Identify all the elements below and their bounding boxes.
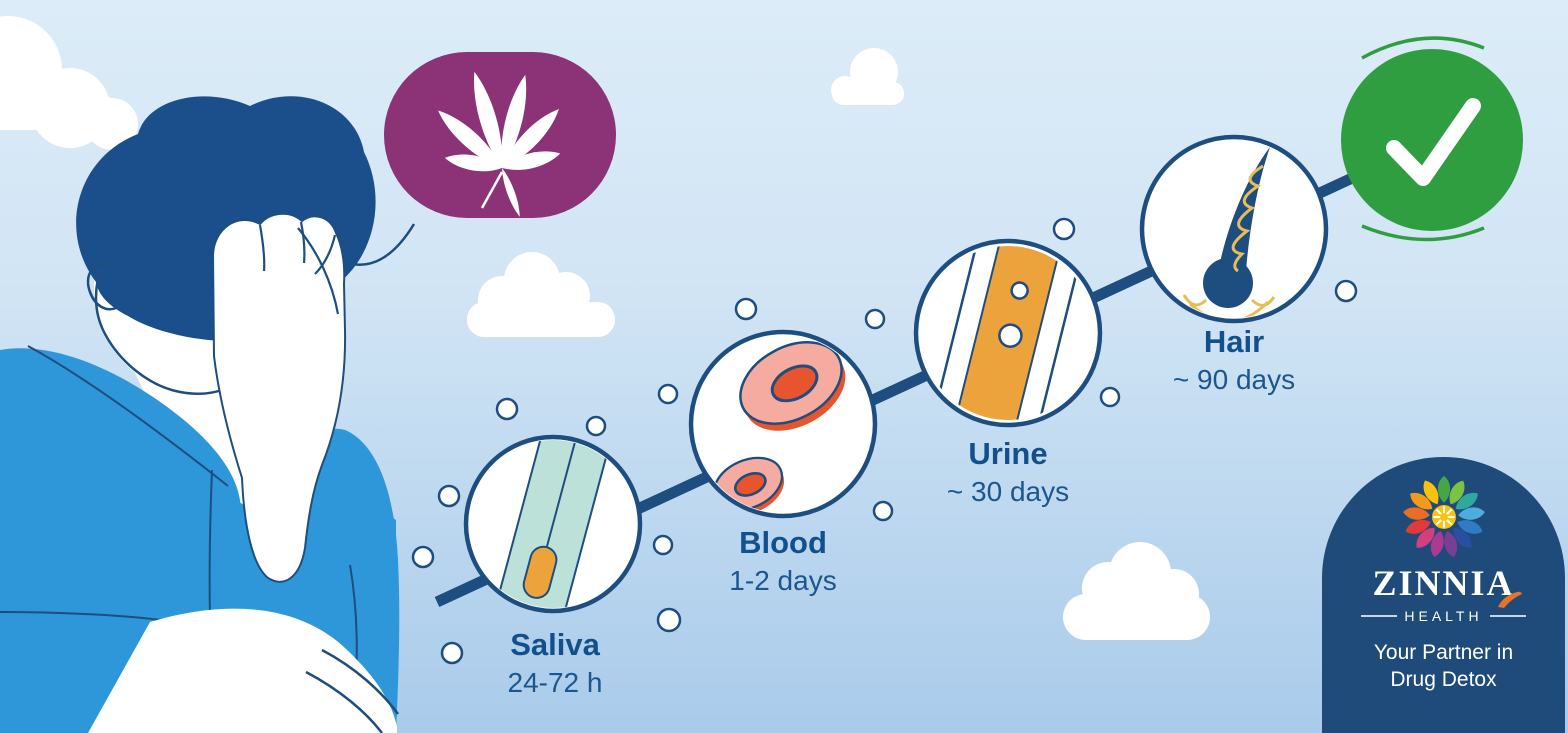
brand-tagline: Your Partner in Drug Detox (1322, 639, 1565, 694)
stage-duration-hair: ~ 90 days (1172, 364, 1296, 396)
stage-duration-blood: 1-2 days (729, 565, 837, 597)
blood-cells-icon (712, 341, 846, 513)
saliva-swab-icon (493, 440, 613, 608)
stage-circle-blood (688, 329, 878, 519)
cannabis-badge (384, 52, 616, 218)
divider-line (1489, 615, 1526, 617)
stage-duration-urine: ~ 30 days (946, 476, 1070, 508)
person-forearm (88, 608, 397, 733)
checkmark-icon (1386, 98, 1481, 186)
urine-test-strip-icon (931, 246, 1085, 420)
brand-accent-leaf-icon (1497, 591, 1522, 608)
stage-label-urine: Urine (968, 436, 1048, 471)
divider-line (1361, 615, 1398, 617)
hair-follicle-icon (1182, 147, 1276, 318)
success-badge (1341, 36, 1523, 242)
stage-duration-saliva: 24-72 h (507, 667, 603, 699)
stage-label-hair: Hair (1203, 324, 1265, 359)
cloud (467, 252, 615, 337)
stage-hair: Hair ~ 90 days (1172, 324, 1296, 396)
brand-tagline-line2: Drug Detox (1390, 668, 1497, 692)
stage-label-saliva: Saliva (510, 627, 600, 662)
bubbles (411, 217, 1358, 665)
flower-petals (1402, 475, 1485, 557)
stage-blood: Blood 1-2 days (729, 525, 837, 597)
person-illustration (0, 96, 400, 733)
cloud (1063, 542, 1210, 640)
cloud (0, 16, 138, 150)
cloud (831, 48, 904, 105)
stage-saliva: Saliva 24-72 h (507, 627, 603, 699)
stage-circle-saliva (463, 434, 643, 614)
brand-division: HEALTH (1404, 608, 1483, 624)
zinnia-flower-logo (1402, 475, 1485, 557)
brand-division-row: HEALTH (1322, 608, 1565, 624)
stage-circle-urine (913, 238, 1103, 428)
stage-urine: Urine ~ 30 days (946, 436, 1070, 508)
person-ear (86, 264, 117, 311)
brand-tagline-line1: Your Partner in (1373, 641, 1514, 664)
person-hand (211, 212, 347, 583)
speech-bubble-tail (351, 223, 416, 266)
brand-card: ZINNIA HEALTH Your Partner in Drug Detox (1322, 457, 1565, 733)
stage-label-blood: Blood (739, 525, 827, 560)
brand-name: ZINNIA (1372, 563, 1515, 603)
clouds (0, 16, 1210, 640)
cannabis-leaf-icon (438, 71, 561, 217)
stage-circle-hair (1139, 134, 1329, 324)
